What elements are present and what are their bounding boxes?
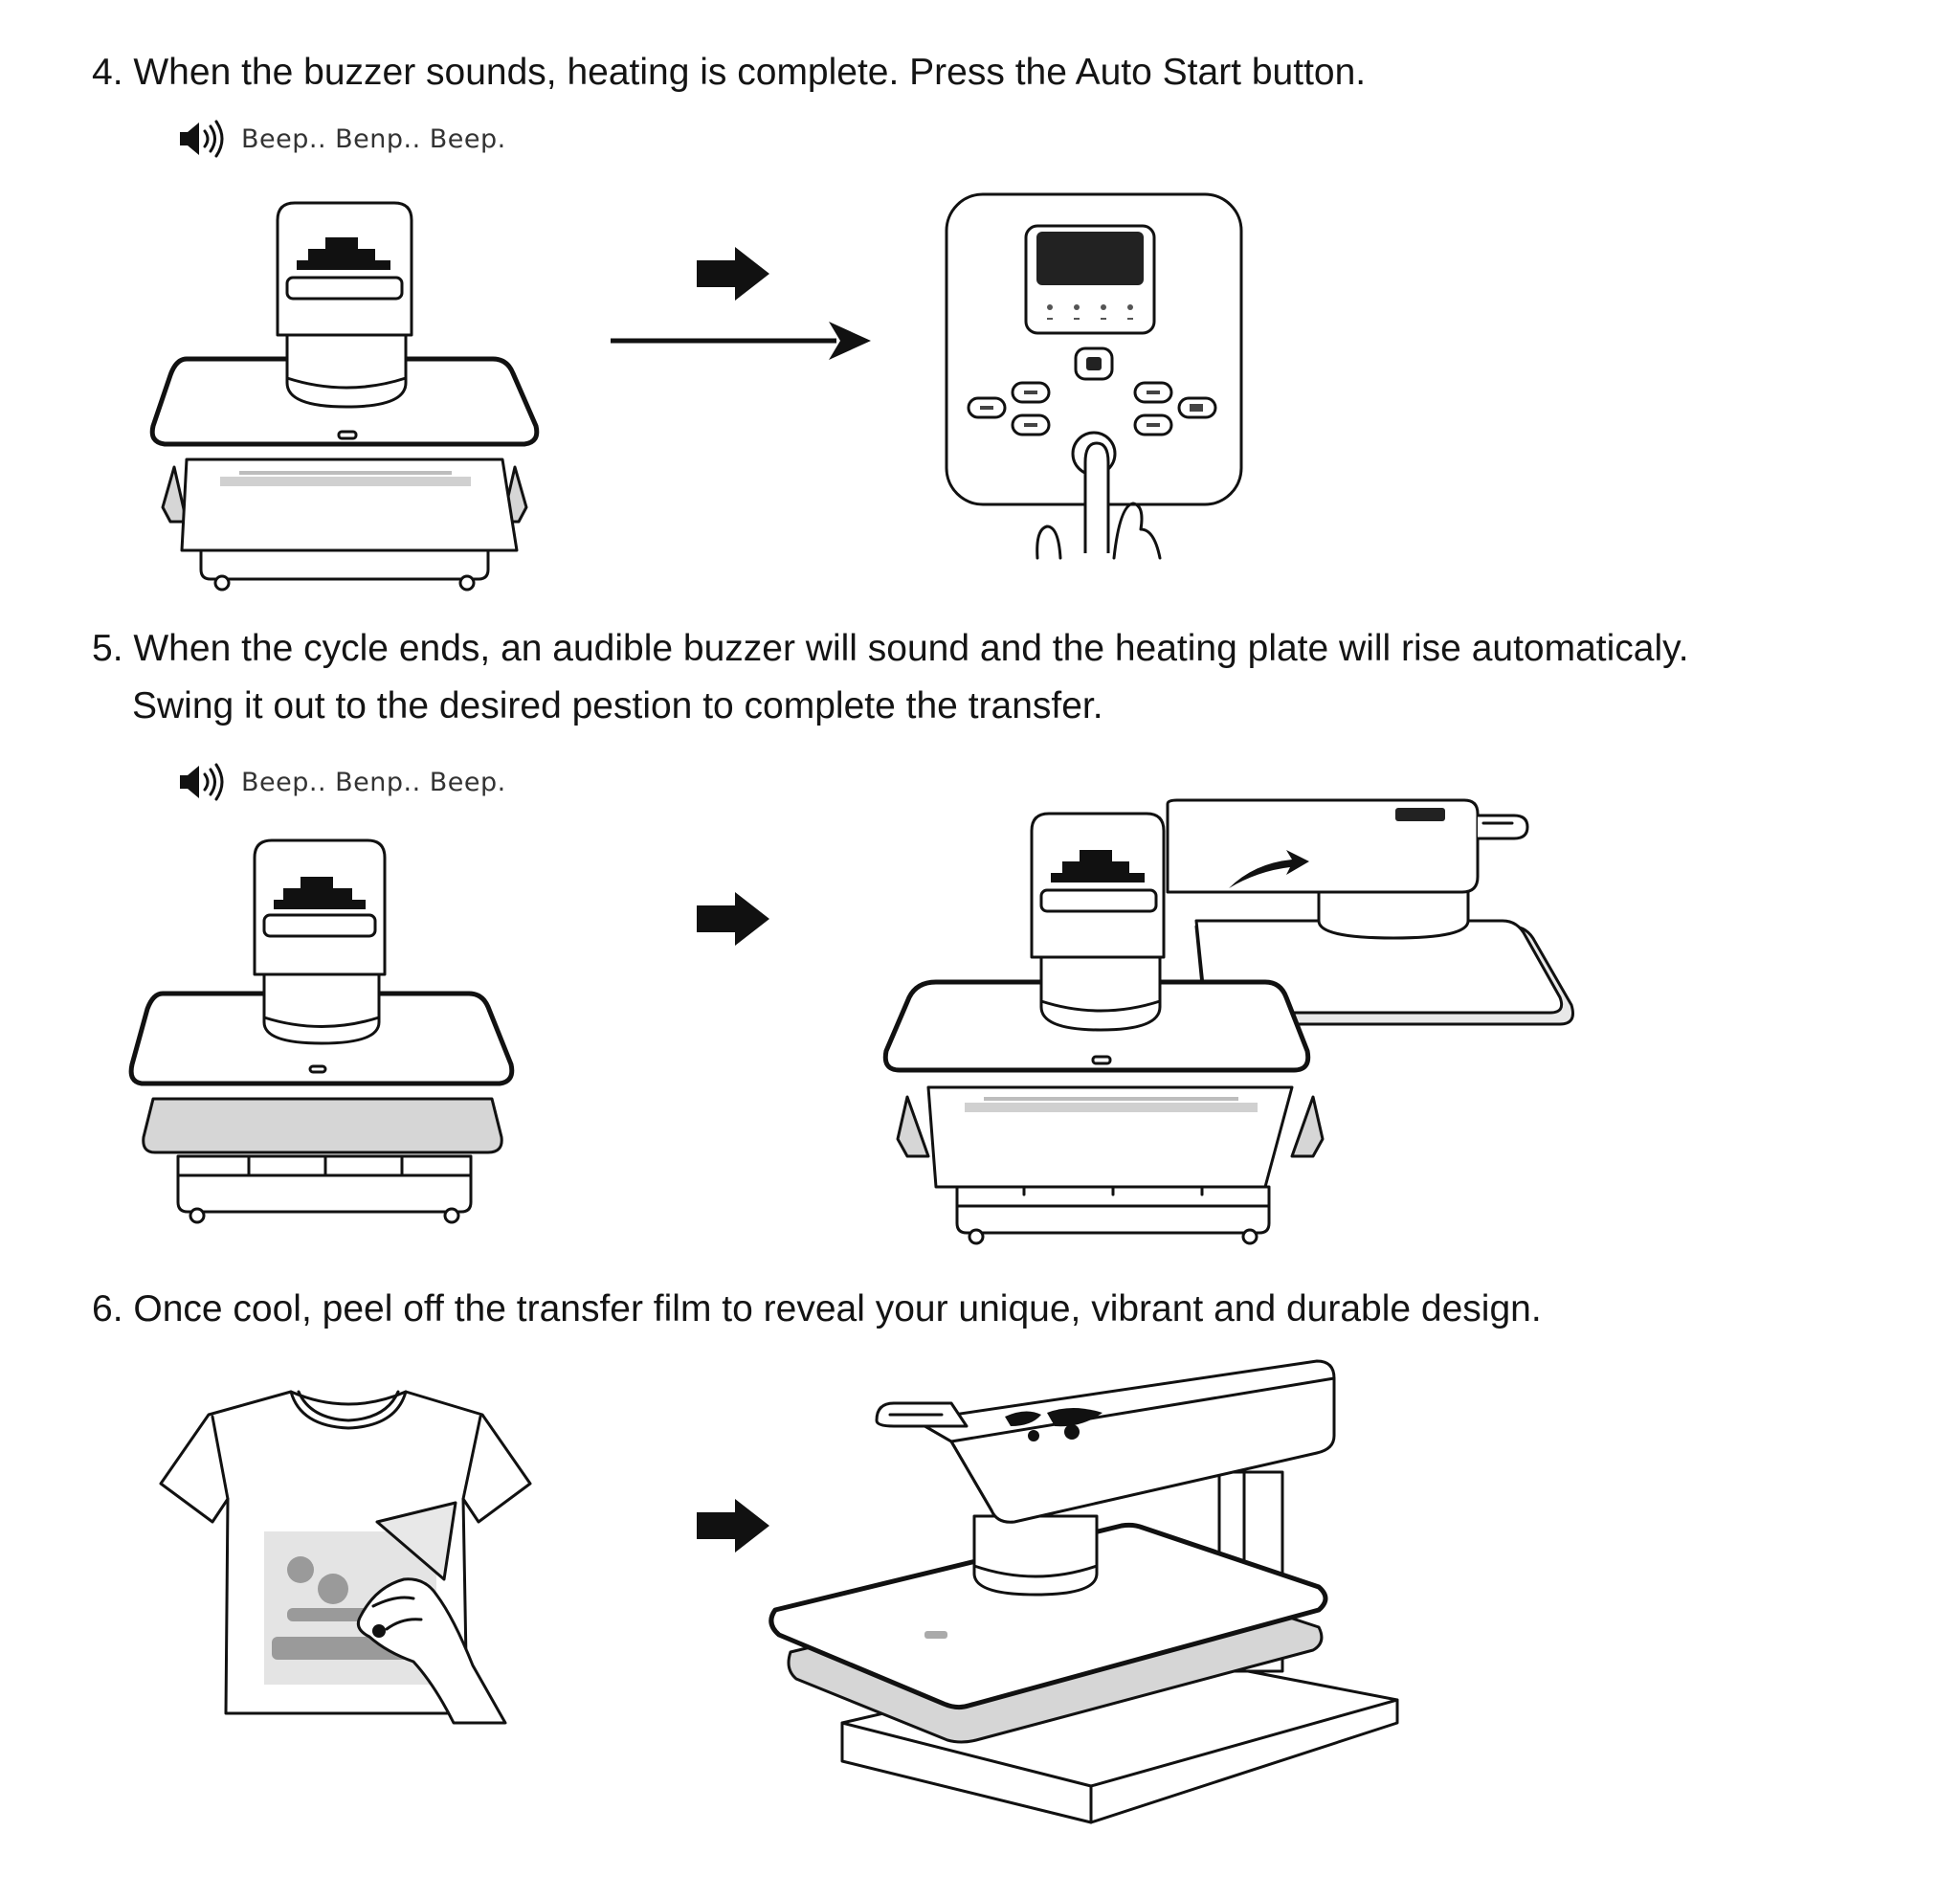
step-5-heat-press-raised [128, 838, 515, 1224]
step-5-beep: Beep.. Benp.. Beep. [176, 760, 506, 804]
step-5-text-line2: Swing it out to the desired pestion to c… [132, 678, 1103, 735]
step-4-beep: Beep.. Benp.. Beep. [176, 117, 506, 161]
step-6-instruction: Once cool, peel off the transfer film to… [133, 1288, 1542, 1329]
step-4-instruction: When the buzzer sounds, heating is compl… [133, 52, 1367, 93]
step-5-heat-press-swing-out [882, 798, 1574, 1245]
step-4-text: 4. When the buzzer sounds, heating is co… [92, 44, 1366, 101]
speaker-sound-icon [180, 763, 224, 801]
control-panel-auto-start [945, 192, 1243, 560]
step-4-number: 4. [92, 52, 123, 93]
right-arrow-icon [697, 892, 769, 946]
step-4-beep-text: Beep.. Benp.. Beep. [241, 123, 506, 154]
step-5-number: 5. [92, 628, 123, 669]
step-6-number: 6. [92, 1288, 123, 1329]
right-arrow-icon [697, 247, 769, 301]
step-5-text: 5. When the cycle ends, an audible buzze… [92, 620, 1689, 678]
step-5-beep-text: Beep.. Benp.. Beep. [241, 767, 506, 797]
step-4-heat-press-closed [149, 201, 540, 592]
step-6-heat-press-perspective [768, 1359, 1399, 1824]
step-5-instruction-line2: Swing it out to the desired pestion to c… [132, 685, 1103, 726]
step-6-text: 6. Once cool, peel off the transfer film… [92, 1281, 1542, 1338]
step-5-instruction-line1: When the cycle ends, an audible buzzer w… [133, 628, 1689, 669]
right-arrow-icon [697, 1499, 769, 1553]
step-6-tshirt-peel [159, 1390, 532, 1725]
speaker-sound-icon [180, 120, 224, 158]
long-arrow-icon [611, 322, 871, 360]
